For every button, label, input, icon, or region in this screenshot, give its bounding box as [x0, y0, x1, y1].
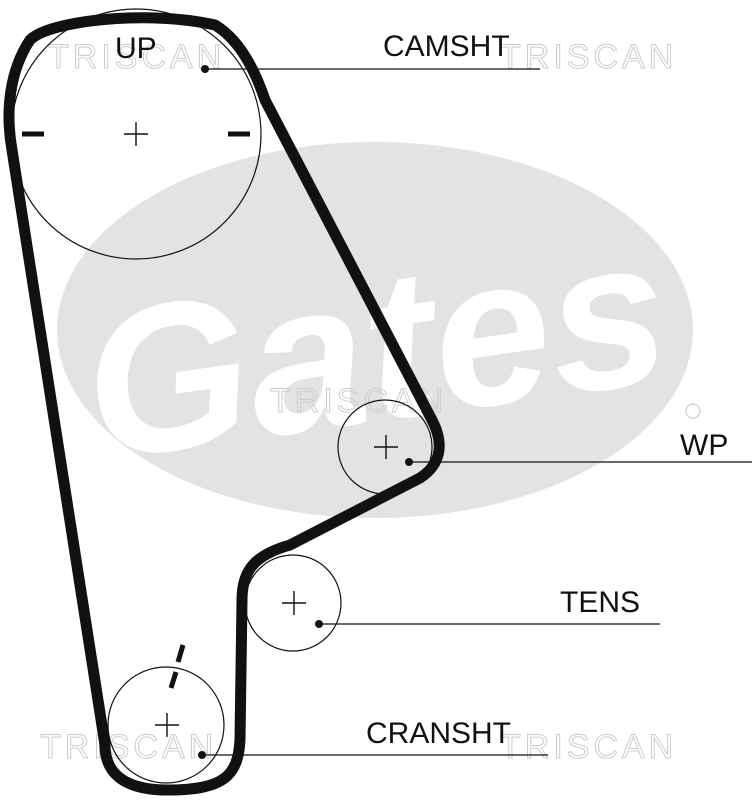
triscan-watermark-top-right: TRISCAN — [500, 38, 677, 76]
timing-belt — [3, 12, 445, 796]
registered-mark-icon — [685, 403, 701, 419]
gates-logo-watermark: Gates — [57, 142, 693, 518]
crankshaft-timing-mark-lower — [168, 671, 179, 689]
water-pump-center-cross — [374, 435, 398, 459]
tensioner-label: TENS — [560, 586, 640, 619]
triscan-watermark-top-left: TRISCAN — [48, 38, 225, 76]
crankshaft-timing-mark-upper — [175, 644, 186, 663]
triscan-watermark-bottom-right: TRISCAN — [500, 728, 677, 766]
camshaft-center-cross — [124, 122, 148, 146]
tensioner-center-cross — [282, 591, 306, 615]
triscan-watermark-bottom-left: TRISCAN — [40, 728, 217, 766]
crankshaft-pulley — [107, 666, 225, 784]
up-label: UP — [115, 32, 157, 65]
crankshaft-center-cross — [155, 713, 179, 737]
camshaft-label: CAMSHT — [383, 30, 510, 63]
water-pump-label: WP — [680, 429, 728, 462]
crankshaft-label: CRANSHT — [366, 717, 511, 750]
gates-logo-oval — [57, 142, 693, 518]
